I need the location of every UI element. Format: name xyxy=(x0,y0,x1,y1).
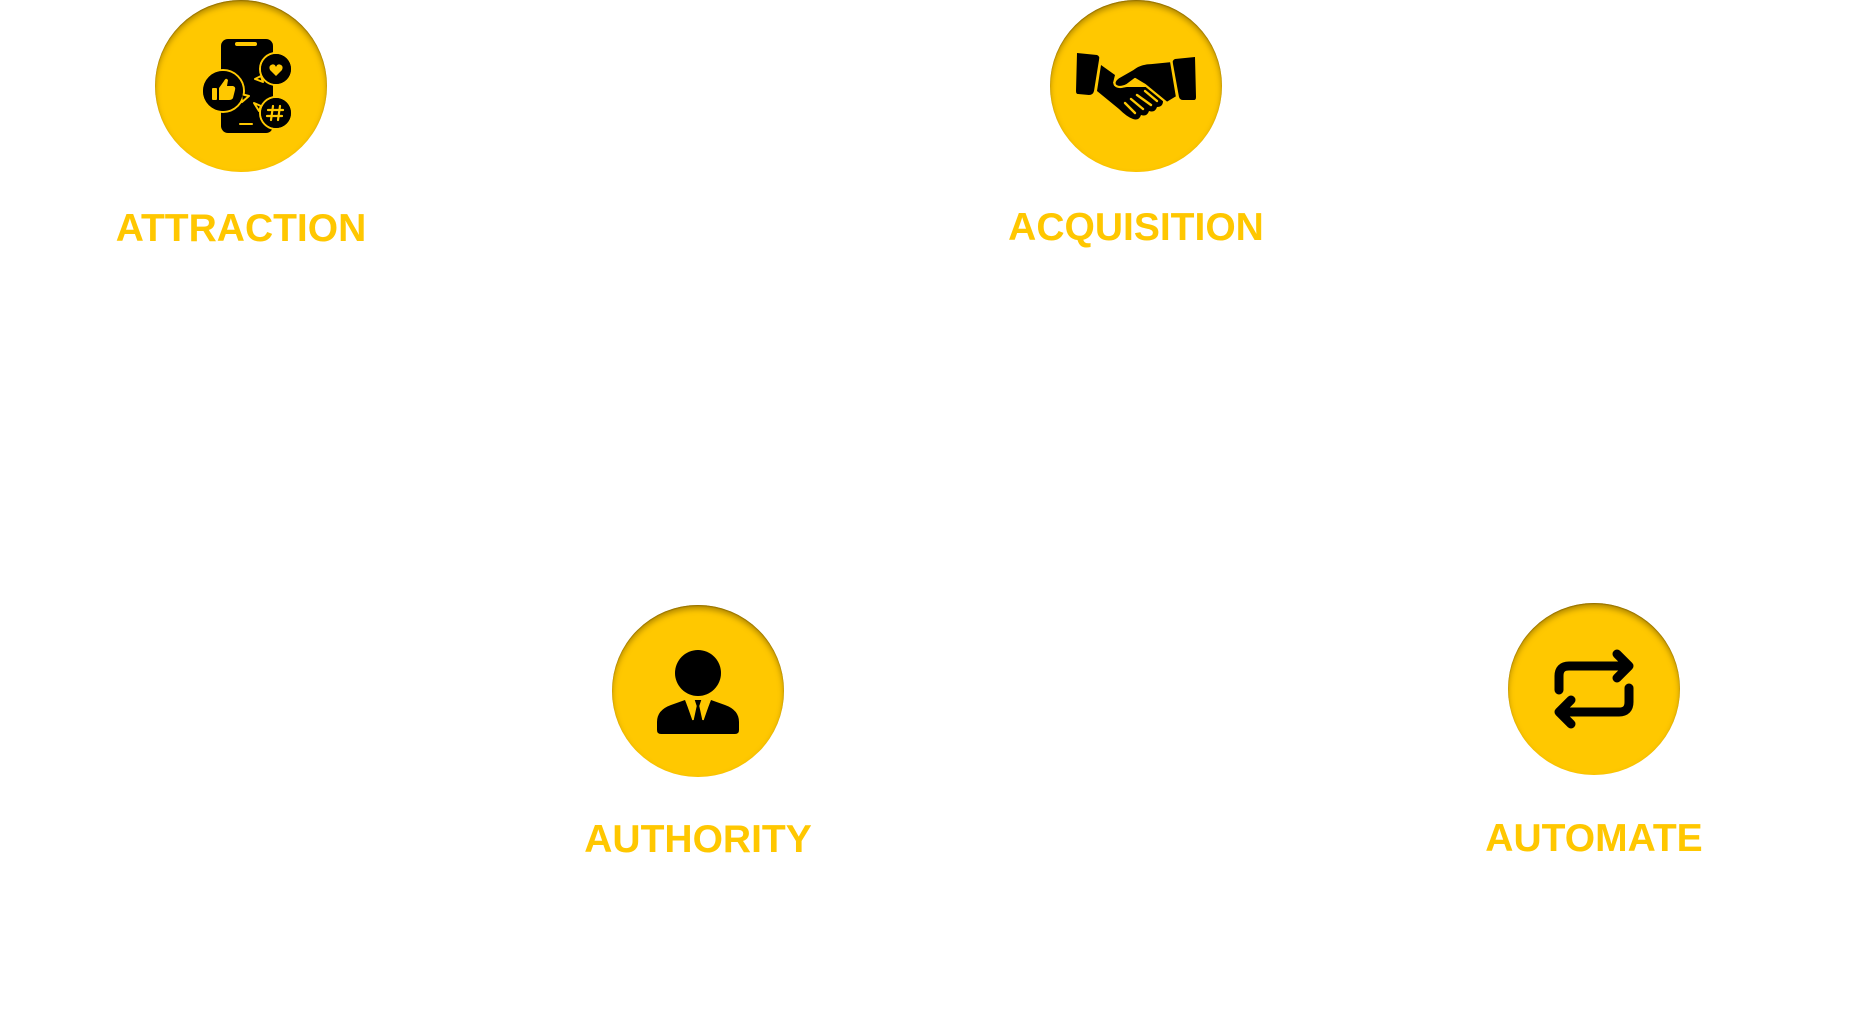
stage-acquisition-circle xyxy=(1050,0,1222,172)
stage-authority: AUTHORITY xyxy=(548,605,848,875)
stage-acquisition-label: ACQUISITION xyxy=(1008,206,1264,249)
stage-automate: AUTOMATE xyxy=(1444,603,1744,873)
stage-authority-circle xyxy=(612,605,784,777)
repeat-icon xyxy=(1554,649,1634,729)
stage-automate-circle xyxy=(1508,603,1680,775)
handshake-icon xyxy=(1076,53,1196,120)
stage-attraction-label: ATTRACTION xyxy=(115,207,367,250)
businessman-icon xyxy=(657,650,739,734)
stage-automate-label: AUTOMATE xyxy=(1485,817,1703,860)
stage-attraction-circle xyxy=(155,0,327,172)
stage-attraction: ATTRACTION xyxy=(91,0,391,270)
stage-acquisition: ACQUISITION xyxy=(986,0,1286,270)
stage-authority-label: AUTHORITY xyxy=(584,818,812,861)
phone-social-icon xyxy=(201,39,291,133)
